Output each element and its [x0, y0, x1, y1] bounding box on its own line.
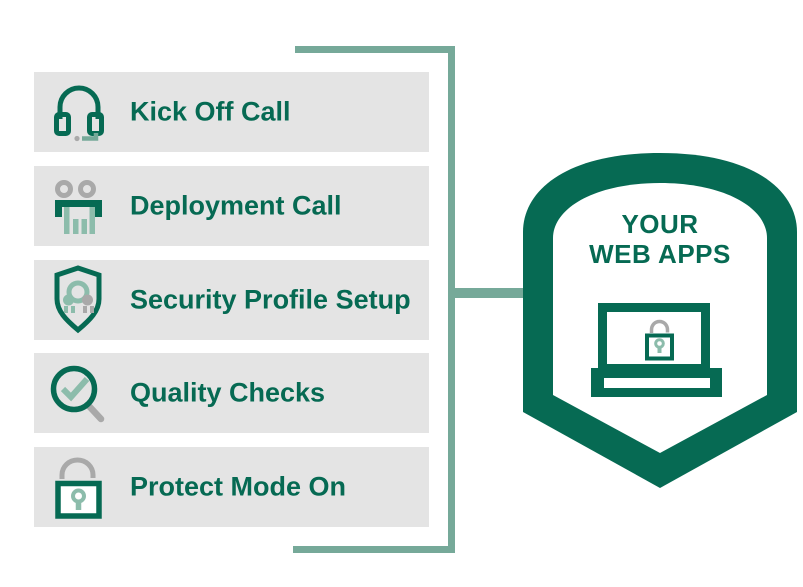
- bracket-line-vertical: [448, 46, 455, 553]
- bracket-line-bottom: [293, 546, 455, 553]
- step-label: Security Profile Setup: [130, 284, 411, 315]
- shield-keys-icon: [48, 265, 110, 334]
- team-chart-icon: [48, 174, 110, 238]
- step-kick-off-call: Kick Off Call: [34, 72, 429, 152]
- shield-title: YOUR WEB APPS: [553, 209, 767, 269]
- shield-connector-line: [455, 288, 525, 298]
- padlock-icon: [48, 455, 110, 519]
- step-label: Kick Off Call: [130, 96, 291, 127]
- step-deployment-call: Deployment Call: [34, 166, 429, 246]
- step-quality-checks: Quality Checks: [34, 353, 429, 433]
- step-label: Quality Checks: [130, 377, 326, 408]
- step-label: Protect Mode On: [130, 471, 347, 502]
- bracket-line-top: [295, 46, 455, 53]
- step-protect-mode-on: Protect Mode On: [34, 447, 429, 527]
- step-label: Deployment Call: [130, 190, 342, 221]
- headset-icon: [48, 80, 110, 144]
- step-security-profile-setup: Security Profile Setup: [34, 260, 429, 340]
- secured-laptop-icon: [591, 303, 722, 397]
- protection-shield: [523, 153, 797, 488]
- shield-title-line2: WEB APPS: [589, 239, 731, 269]
- shield-title-line1: YOUR: [621, 209, 699, 239]
- magnifier-check-icon: [48, 361, 110, 425]
